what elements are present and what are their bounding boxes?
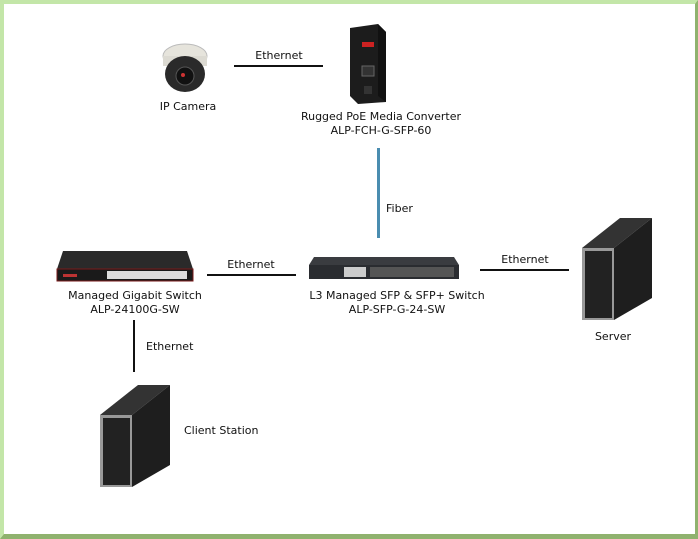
media-converter-icon [350, 24, 386, 104]
l3-switch-label: L3 Managed SFP & SFP+ Switch [309, 289, 485, 302]
link-label-fiber: Fiber [386, 202, 413, 215]
link-label-camera-converter: Ethernet [255, 49, 303, 62]
link-label-gigabit-l3: Ethernet [227, 258, 275, 271]
ethernet-link-gigabit-l3 [207, 274, 296, 276]
l3-switch-icon [309, 257, 459, 279]
server-icon [582, 218, 652, 320]
client-station-icon [100, 385, 170, 487]
link-label-l3-server: Ethernet [501, 253, 549, 266]
client-station-label: Client Station [184, 424, 259, 437]
ethernet-link-camera-converter [234, 65, 323, 67]
ethernet-link-l3-server [480, 269, 569, 271]
ip-camera-icon [162, 43, 208, 92]
link-label-gigabit-client: Ethernet [146, 340, 194, 353]
gigabit-switch-model: ALP-24100G-SW [90, 303, 180, 316]
ethernet-link-gigabit-client [133, 320, 135, 372]
server-label: Server [594, 330, 632, 343]
gigabit-switch-label: Managed Gigabit Switch [68, 289, 202, 302]
fiber-link [377, 148, 380, 238]
media-converter-model: ALP-FCH-G-SFP-60 [330, 124, 432, 137]
media-converter-label: Rugged PoE Media Converter [300, 110, 462, 123]
l3-switch-model: ALP-SFP-G-24-SW [348, 303, 446, 316]
gigabit-switch-icon [56, 251, 194, 282]
ip-camera-label: IP Camera [159, 100, 217, 113]
